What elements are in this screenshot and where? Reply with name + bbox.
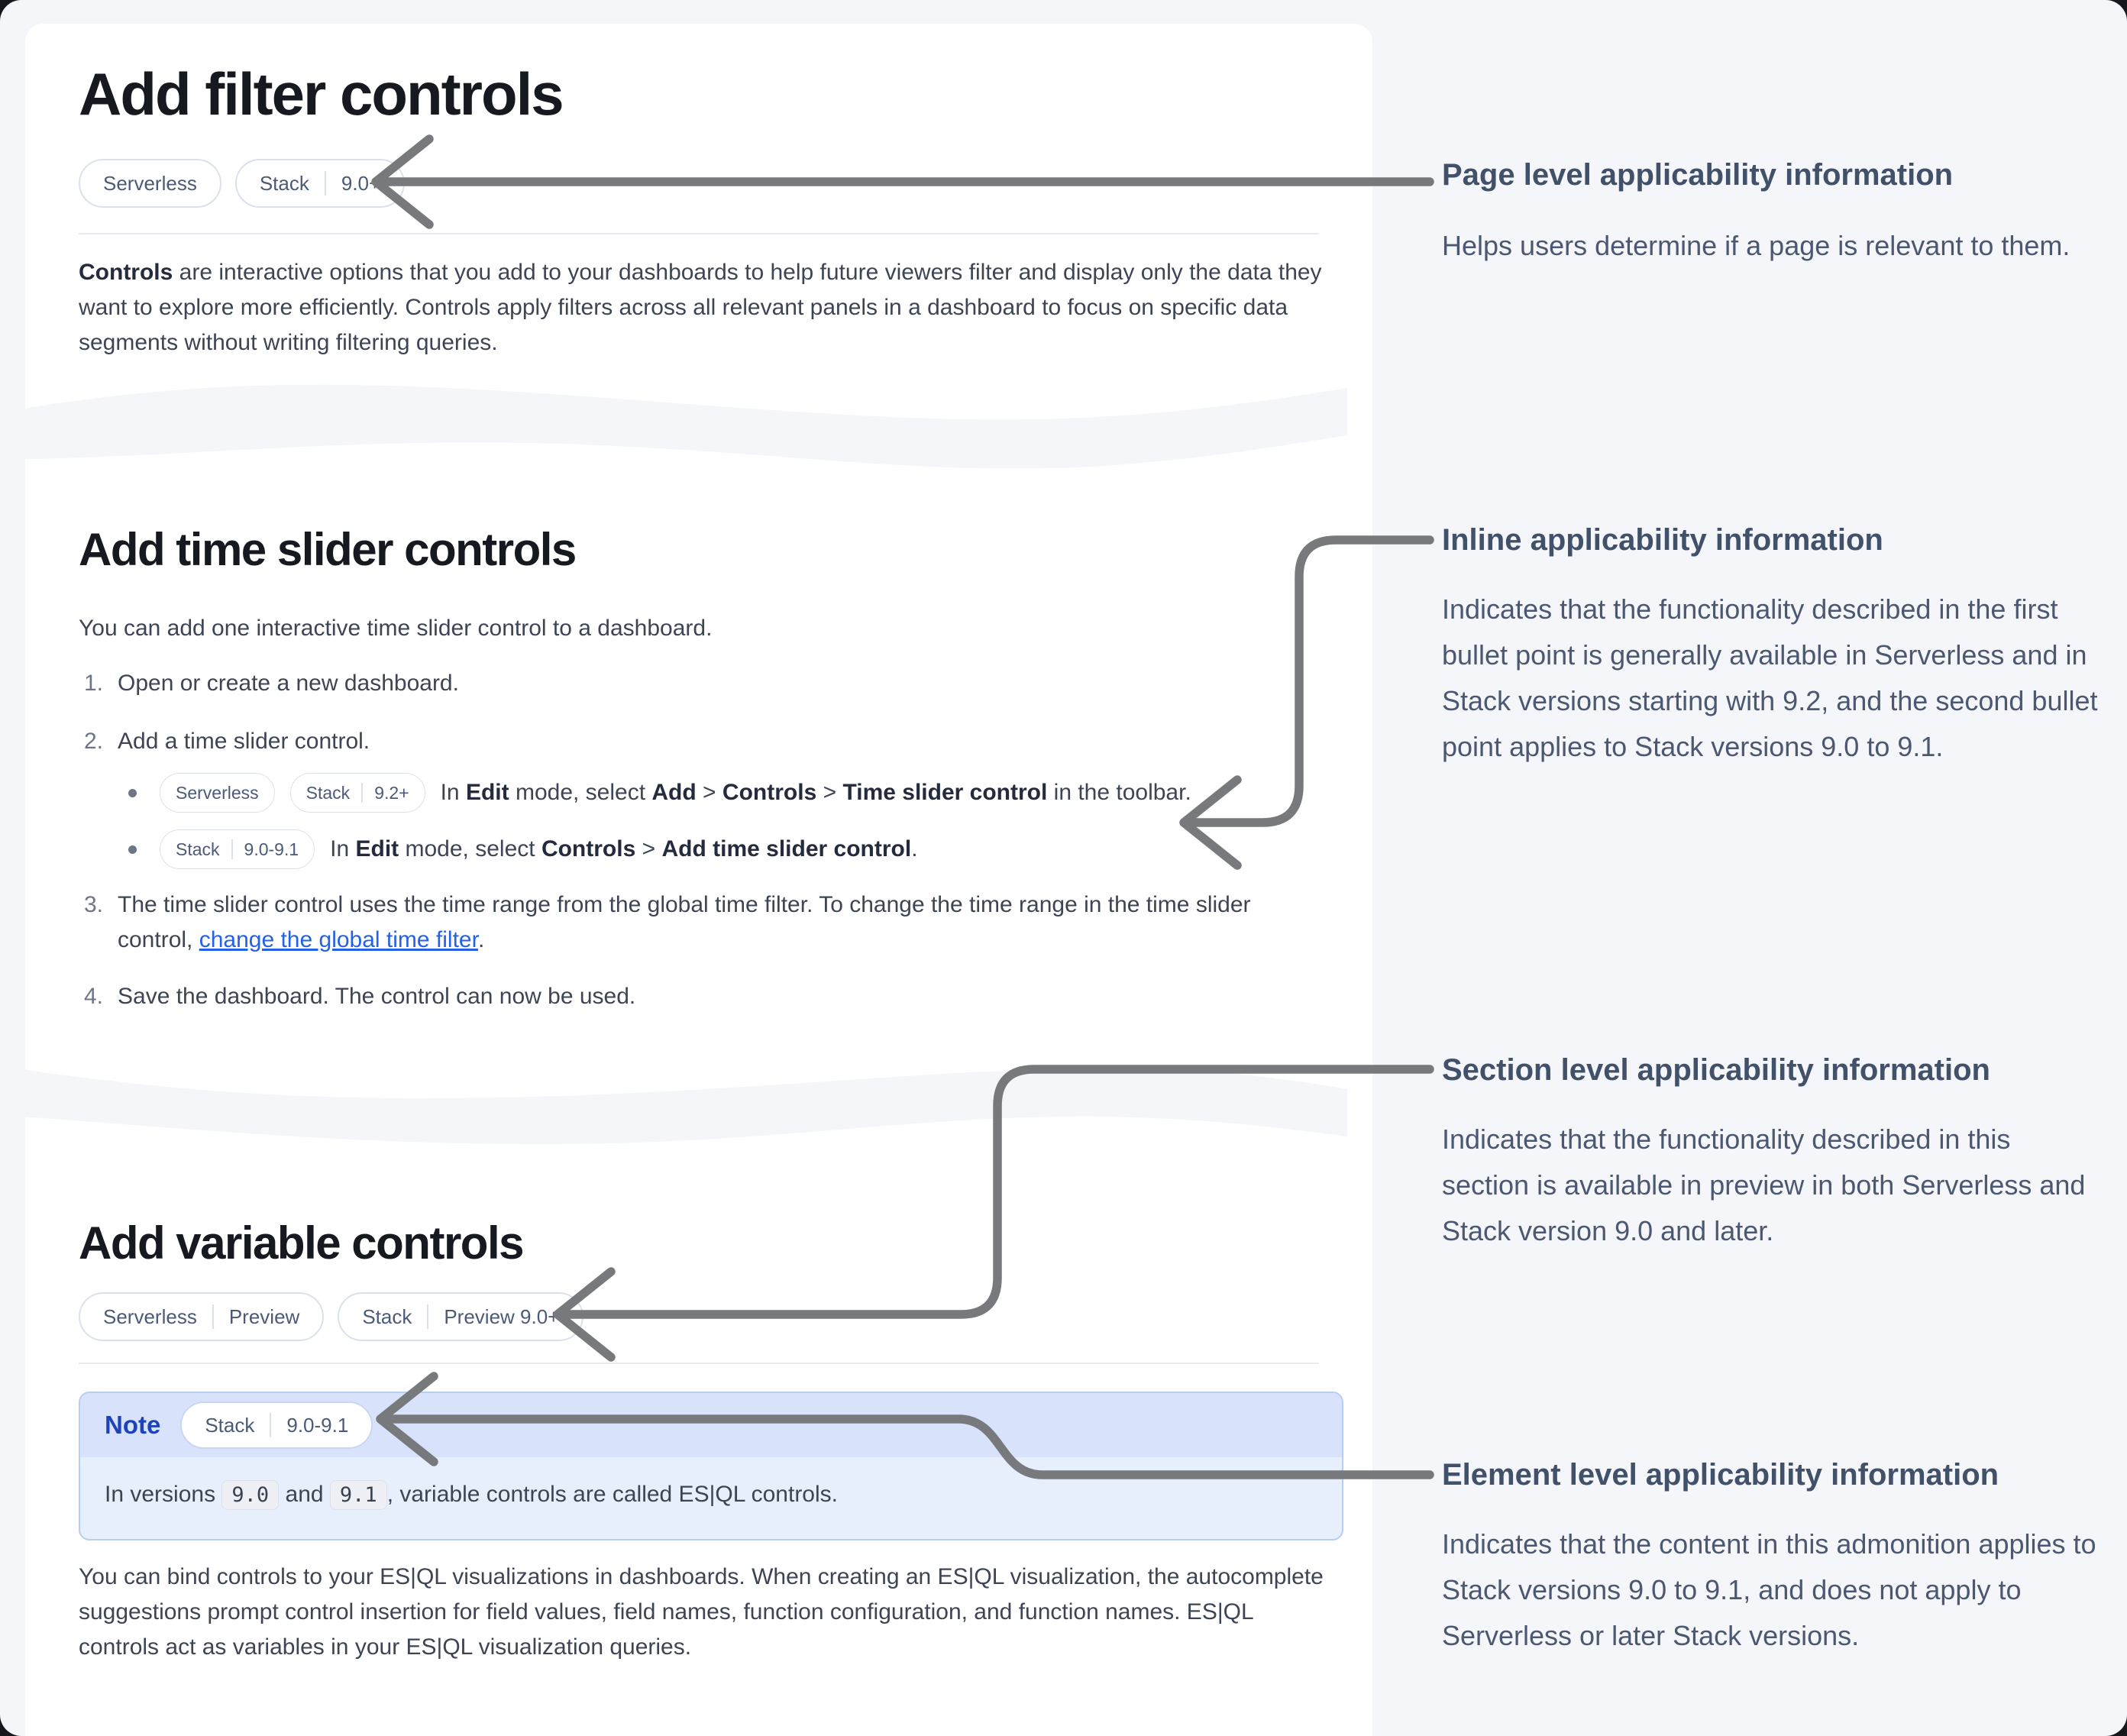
- step-number: 2.: [84, 729, 104, 754]
- badge-stack-version: Stack 9.0+: [234, 159, 406, 208]
- badge-version: 9.0-9.1: [286, 1413, 349, 1437]
- badge-separator: [427, 1304, 429, 1329]
- note-admonition: Note Stack 9.0-9.1 In versions 9.0 and 9…: [79, 1392, 1343, 1540]
- step-2-bullet-2: Stack 9.0-9.1 In Edit mode, select Contr…: [128, 829, 918, 869]
- annotation-body: Helps users determine if a page is relev…: [1442, 230, 2070, 261]
- badge-label: Serverless: [176, 782, 259, 803]
- step-3: 3. The time slider control uses the time…: [84, 887, 1309, 958]
- section-filter-controls: Add filter controls: [79, 60, 564, 128]
- badge-lifecycle-version: Preview 9.0+: [444, 1304, 560, 1328]
- badge-serverless: Serverless: [79, 159, 221, 208]
- annotation-title: Section level applicability information: [1442, 1053, 1990, 1087]
- step-2: 2. Add a time slider control.: [84, 724, 1294, 759]
- step-text: Add a time slider control.: [118, 729, 370, 754]
- filter-controls-paragraph: Controls are interactive options that yo…: [79, 260, 1322, 355]
- badge-stack-version: Stack 9.0-9.1: [180, 1401, 373, 1449]
- step-number: 4.: [84, 984, 104, 1009]
- badge-separator: [361, 783, 364, 803]
- time-slider-intro: You can add one interactive time slider …: [79, 616, 713, 641]
- annotation-title: Element level applicability information: [1442, 1458, 1999, 1492]
- step-text: The time slider control uses the time ra…: [118, 892, 1251, 952]
- section-applicability-badges: Serverless Preview Stack Preview 9.0+: [79, 1292, 584, 1341]
- global-time-filter-link[interactable]: change the global time filter: [199, 927, 478, 952]
- step-4: 4. Save the dashboard. The control can n…: [84, 979, 1294, 1014]
- badge-stack-version: Stack 9.0-9.1: [160, 829, 315, 869]
- note-body: In versions 9.0 and 9.1, variable contro…: [80, 1457, 1342, 1539]
- step-2-bullet-1: Serverless Stack 9.2+ In Edit mode, sele…: [128, 773, 1191, 813]
- page-applicability-badges: Serverless Stack 9.0+: [79, 159, 406, 208]
- section-title-variable: Add variable controls: [79, 1217, 524, 1269]
- badge-label: Serverless: [103, 171, 197, 195]
- annotation-body: Indicates that the functionality describ…: [1442, 593, 2098, 762]
- page-title: Add filter controls: [79, 60, 564, 128]
- badge-stack-preview-version: Stack Preview 9.0+: [338, 1292, 584, 1341]
- step-text: Open or create a new dashboard.: [118, 671, 459, 696]
- annotation-section-level: Section level applicability information …: [1442, 1052, 2099, 1254]
- step-number: 1.: [84, 671, 104, 696]
- bullet-text: In Edit mode, select Controls > Add time…: [330, 836, 918, 862]
- badge-label: Serverless: [103, 1304, 197, 1328]
- note-text: In versions 9.0 and 9.1, variable contro…: [105, 1477, 1317, 1513]
- badge-version: 9.0-9.1: [244, 839, 299, 859]
- annotation-title: Inline applicability information: [1442, 523, 1883, 557]
- badge-label: Stack: [259, 171, 309, 195]
- section-title-time-slider: Add time slider controls: [79, 524, 577, 575]
- variable-controls-paragraph: You can bind controls to your ES|QL visu…: [79, 1564, 1324, 1660]
- badge-lifecycle: Preview: [228, 1304, 300, 1328]
- annotation-body: Indicates that the functionality describ…: [1442, 1123, 2086, 1246]
- section-variable-controls: Add variable controls: [79, 1217, 524, 1269]
- note-header: Note Stack 9.0-9.1: [80, 1393, 1342, 1457]
- badge-version: 9.0+: [341, 171, 381, 195]
- badge-version: 9.2+: [374, 782, 409, 803]
- annotation-inline-level: Inline applicability information Indicat…: [1442, 522, 2099, 770]
- badge-separator: [270, 1413, 272, 1437]
- step-number: 3.: [84, 892, 104, 917]
- bullet-dot: [128, 788, 137, 797]
- section-time-slider: Add time slider controls: [79, 524, 577, 575]
- badge-serverless: Serverless: [160, 773, 275, 813]
- badge-label: Stack: [362, 1304, 412, 1328]
- annotation-title: Page level applicability information: [1442, 158, 1954, 192]
- badge-stack-version: Stack 9.2+: [289, 773, 425, 813]
- note-label: Note: [105, 1411, 161, 1439]
- badge-label: Stack: [305, 782, 351, 803]
- bullet-dot: [128, 845, 137, 854]
- badge-separator: [324, 171, 326, 196]
- section-divider: [79, 1363, 1319, 1364]
- annotation-page-level: Page level applicability information Hel…: [1442, 157, 2099, 269]
- annotation-element-level: Element level applicability information …: [1442, 1457, 2099, 1659]
- badge-serverless-preview: Serverless Preview: [79, 1292, 325, 1341]
- section-divider: [79, 233, 1319, 234]
- step-text: Save the dashboard. The control can now …: [118, 984, 636, 1009]
- badge-separator: [231, 839, 233, 859]
- badge-separator: [212, 1304, 214, 1329]
- badge-label: Stack: [176, 839, 220, 859]
- badge-label: Stack: [205, 1413, 255, 1437]
- bullet-text: In Edit mode, select Add > Controls > Ti…: [440, 780, 1191, 805]
- step-1: 1. Open or create a new dashboard.: [84, 666, 1294, 701]
- annotation-body: Indicates that the content in this admon…: [1442, 1528, 2096, 1651]
